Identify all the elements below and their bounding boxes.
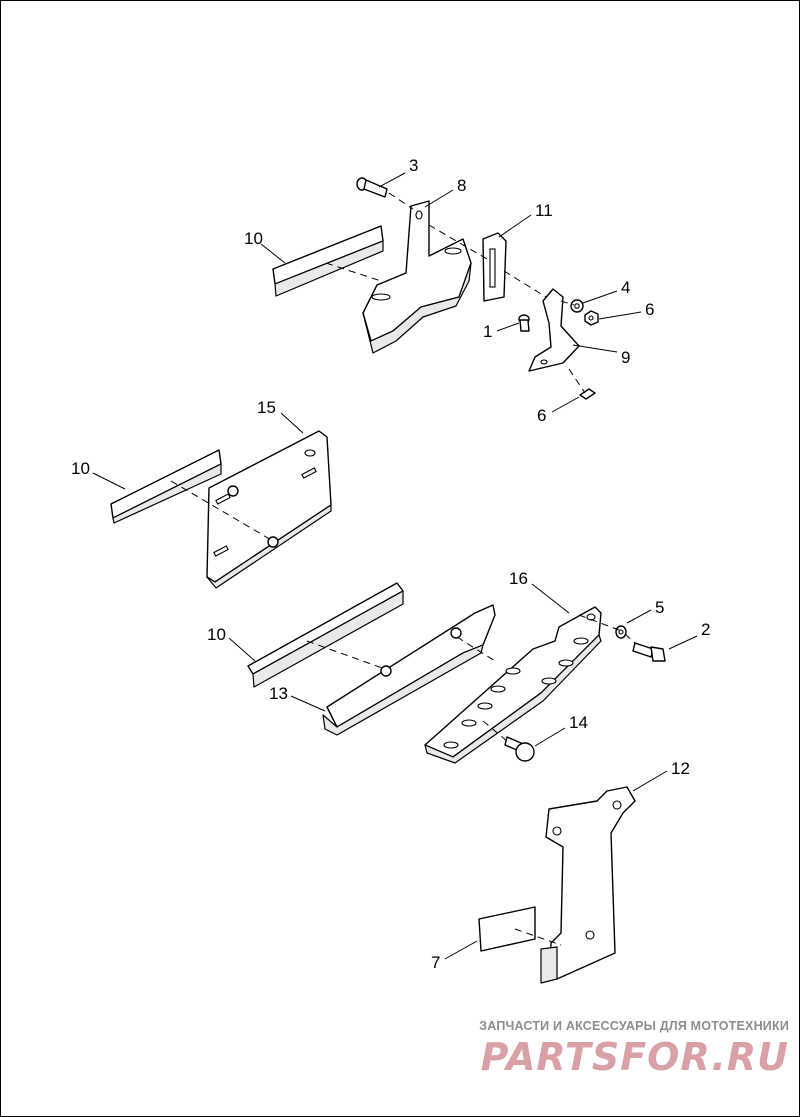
callout-10-lower: 10 (207, 625, 226, 644)
callout-14: 14 (569, 713, 588, 732)
callout-8: 8 (457, 176, 466, 195)
callout-12: 12 (671, 759, 690, 778)
callout-10-top: 10 (244, 229, 263, 248)
callout-16: 16 (509, 569, 528, 588)
part-8-bracket (362, 200, 472, 354)
callout-6-upper: 6 (645, 300, 654, 319)
watermark-logo: PARTSFOR.RU (480, 1035, 789, 1079)
part-4-washer (570, 299, 584, 313)
part-7-pad (478, 906, 536, 952)
part-6-nut-lower (579, 388, 596, 400)
callout-10-middle: 10 (71, 459, 90, 478)
part-10-strip-top (272, 225, 384, 297)
part-12-bracket (540, 786, 636, 984)
leader-lines (92, 172, 698, 960)
watermark-tagline: ЗАПЧАСТИ И АКСЕССУАРЫ ДЛЯ МОТОТЕХНИКИ (479, 1019, 789, 1033)
callout-1: 1 (483, 322, 492, 341)
callout-labels: 3 8 10 11 4 6 1 9 6 15 10 16 5 2 10 13 1… (71, 156, 710, 972)
callout-7: 7 (431, 953, 440, 972)
part-3-screw (356, 177, 388, 198)
callout-11: 11 (535, 201, 553, 220)
part-10-strip-middle (110, 449, 222, 524)
callout-3: 3 (409, 156, 418, 175)
callout-9: 9 (621, 348, 630, 367)
part-6-nut-upper (584, 310, 599, 326)
part-2-bolt (632, 642, 666, 662)
part-9-bracket (528, 288, 580, 372)
watermark: ЗАПЧАСТИ И АКСЕССУАРЫ ДЛЯ МОТОТЕХНИКИ PA… (469, 1019, 789, 1079)
callout-4: 4 (621, 278, 630, 297)
part-15-plate (206, 430, 332, 589)
callout-15: 15 (257, 398, 276, 417)
part-11-clip (482, 232, 507, 302)
callout-2: 2 (701, 620, 710, 639)
callout-6-lower: 6 (537, 406, 546, 425)
part-1-screw (518, 314, 530, 332)
part-14-stud (504, 736, 535, 762)
part-10-strip-lower (247, 582, 404, 688)
part-5-washer (615, 625, 627, 639)
callout-13: 13 (269, 684, 288, 703)
part-16-plate (424, 606, 602, 764)
callout-5: 5 (655, 598, 664, 617)
part-13-bracket (322, 604, 496, 736)
